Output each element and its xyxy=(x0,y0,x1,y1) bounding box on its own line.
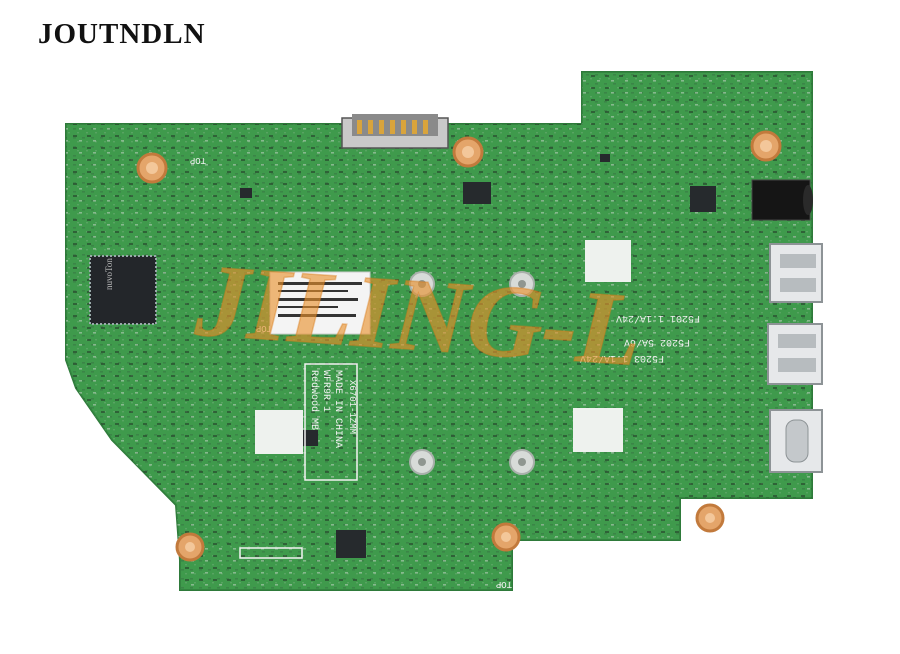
fuse-marking-2: F5202 5A/6V xyxy=(624,336,690,348)
ec-chip: nuvoTon xyxy=(89,255,157,325)
label-line-2: WFR9R-1 xyxy=(320,370,331,412)
usb-a-port xyxy=(767,323,823,385)
usb-a-port xyxy=(769,243,823,303)
label-line-1: Redwood MB xyxy=(308,370,320,430)
top-marking-1: TOP xyxy=(190,155,206,165)
brand-watermark: JOUTNDLN xyxy=(38,18,206,50)
top-marking-3: TOP xyxy=(496,579,512,589)
fuse-marking-1: F5201 1.1A/24V xyxy=(616,312,700,324)
battery-connector xyxy=(341,114,449,149)
board-label-box: Redwood MB WFR9R-1 MADE IN CHINA X6701-1… xyxy=(304,363,358,481)
chip-logo: nuvoTon xyxy=(104,258,114,290)
label-code: X6701-1ZMM xyxy=(347,380,357,434)
label-line-3: MADE IN CHINA xyxy=(332,370,343,448)
fuse-marking-3: F5203 1.1A/24V xyxy=(580,352,664,364)
usb-c-port xyxy=(769,409,823,473)
audio-jack-port xyxy=(751,179,813,221)
mounting-hole xyxy=(136,130,782,562)
top-marking-2: TOP xyxy=(256,323,272,333)
